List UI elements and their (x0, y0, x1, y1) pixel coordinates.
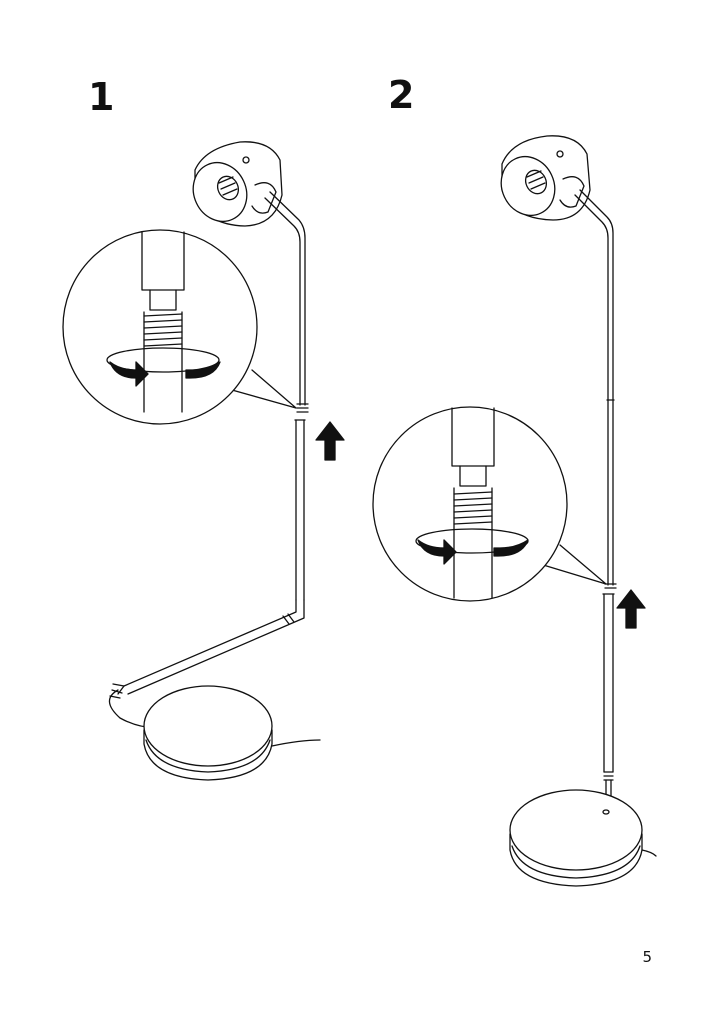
lamp-base (509, 789, 657, 887)
lamp-base (143, 685, 321, 781)
rotate-arrows-icon (109, 361, 149, 387)
step-1-lamp-drawing (62, 141, 345, 781)
step-2-lamp-drawing (372, 135, 657, 887)
step-2-number: 2 (388, 73, 415, 117)
rotate-arrows-icon (417, 539, 457, 565)
step-2-detail-callout (372, 406, 607, 602)
step-1-number: 1 (88, 75, 115, 119)
lamp-shade (500, 135, 591, 221)
lamp-shade (192, 141, 283, 227)
page-number: 5 (642, 948, 652, 966)
up-arrow-icon (616, 589, 646, 629)
step-1-detail-callout (62, 229, 297, 425)
up-arrow-icon (315, 421, 345, 461)
